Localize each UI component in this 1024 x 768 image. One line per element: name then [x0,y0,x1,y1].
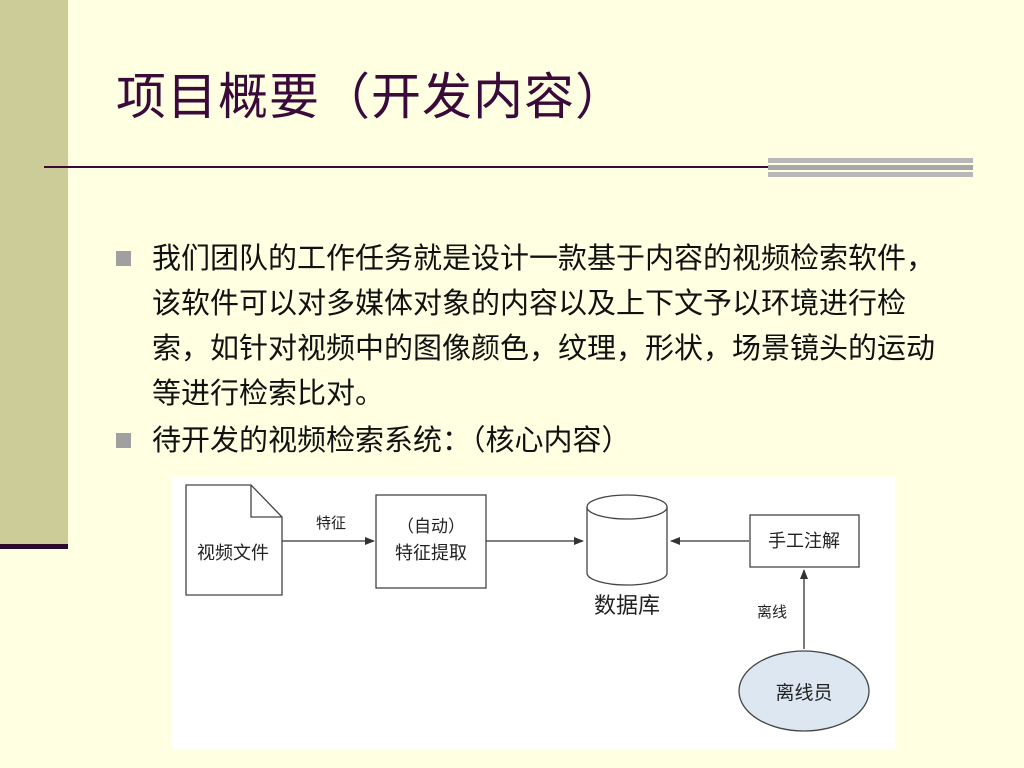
offline-operator-node: 离线员 [738,650,870,732]
diagram-canvas: 视频文件 特征 （自动） 特征提取 数据库 手工注解 离线 [185,484,870,732]
manual-annotation-node: 手工注解 [749,514,860,568]
slide-title: 项目概要（开发内容） [116,68,626,126]
bullet-item: 我们团队的工作任务就是设计一款基于内容的视频检索软件，该软件可以对多媒体对象的内… [112,236,962,416]
video-file-node: 视频文件 [185,484,283,596]
square-bullet-icon [116,433,131,448]
side-accent-line [0,544,68,549]
video-file-label: 视频文件 [197,543,269,564]
extract-label-line1: （自动） [397,517,465,537]
side-accent-bar [0,0,68,548]
system-flow-diagram: 视频文件 特征 （自动） 特征提取 数据库 手工注解 离线 [171,477,895,749]
bullet-text: 我们团队的工作任务就是设计一款基于内容的视频检索软件，该软件可以对多媒体对象的内… [152,241,936,410]
title-accent-stripes [768,158,973,180]
database-label: 数据库 [594,594,660,619]
operator-label: 离线员 [775,682,832,704]
title-divider [44,166,972,168]
extract-label-line2: 特征提取 [395,543,467,564]
bullet-item: 待开发的视频检索系统：（核心内容） [112,418,962,463]
square-bullet-icon [116,251,131,266]
bullet-text: 待开发的视频检索系统：（核心内容） [152,423,631,457]
database-node: 数据库 [586,494,668,619]
offline-edge-label: 离线 [757,603,787,621]
feature-extraction-node: （自动） 特征提取 [375,494,487,589]
manual-annotation-label: 手工注解 [768,531,840,552]
bullet-list: 我们团队的工作任务就是设计一款基于内容的视频检索软件，该软件可以对多媒体对象的内… [112,236,962,463]
feature-edge-label: 特征 [316,514,346,532]
